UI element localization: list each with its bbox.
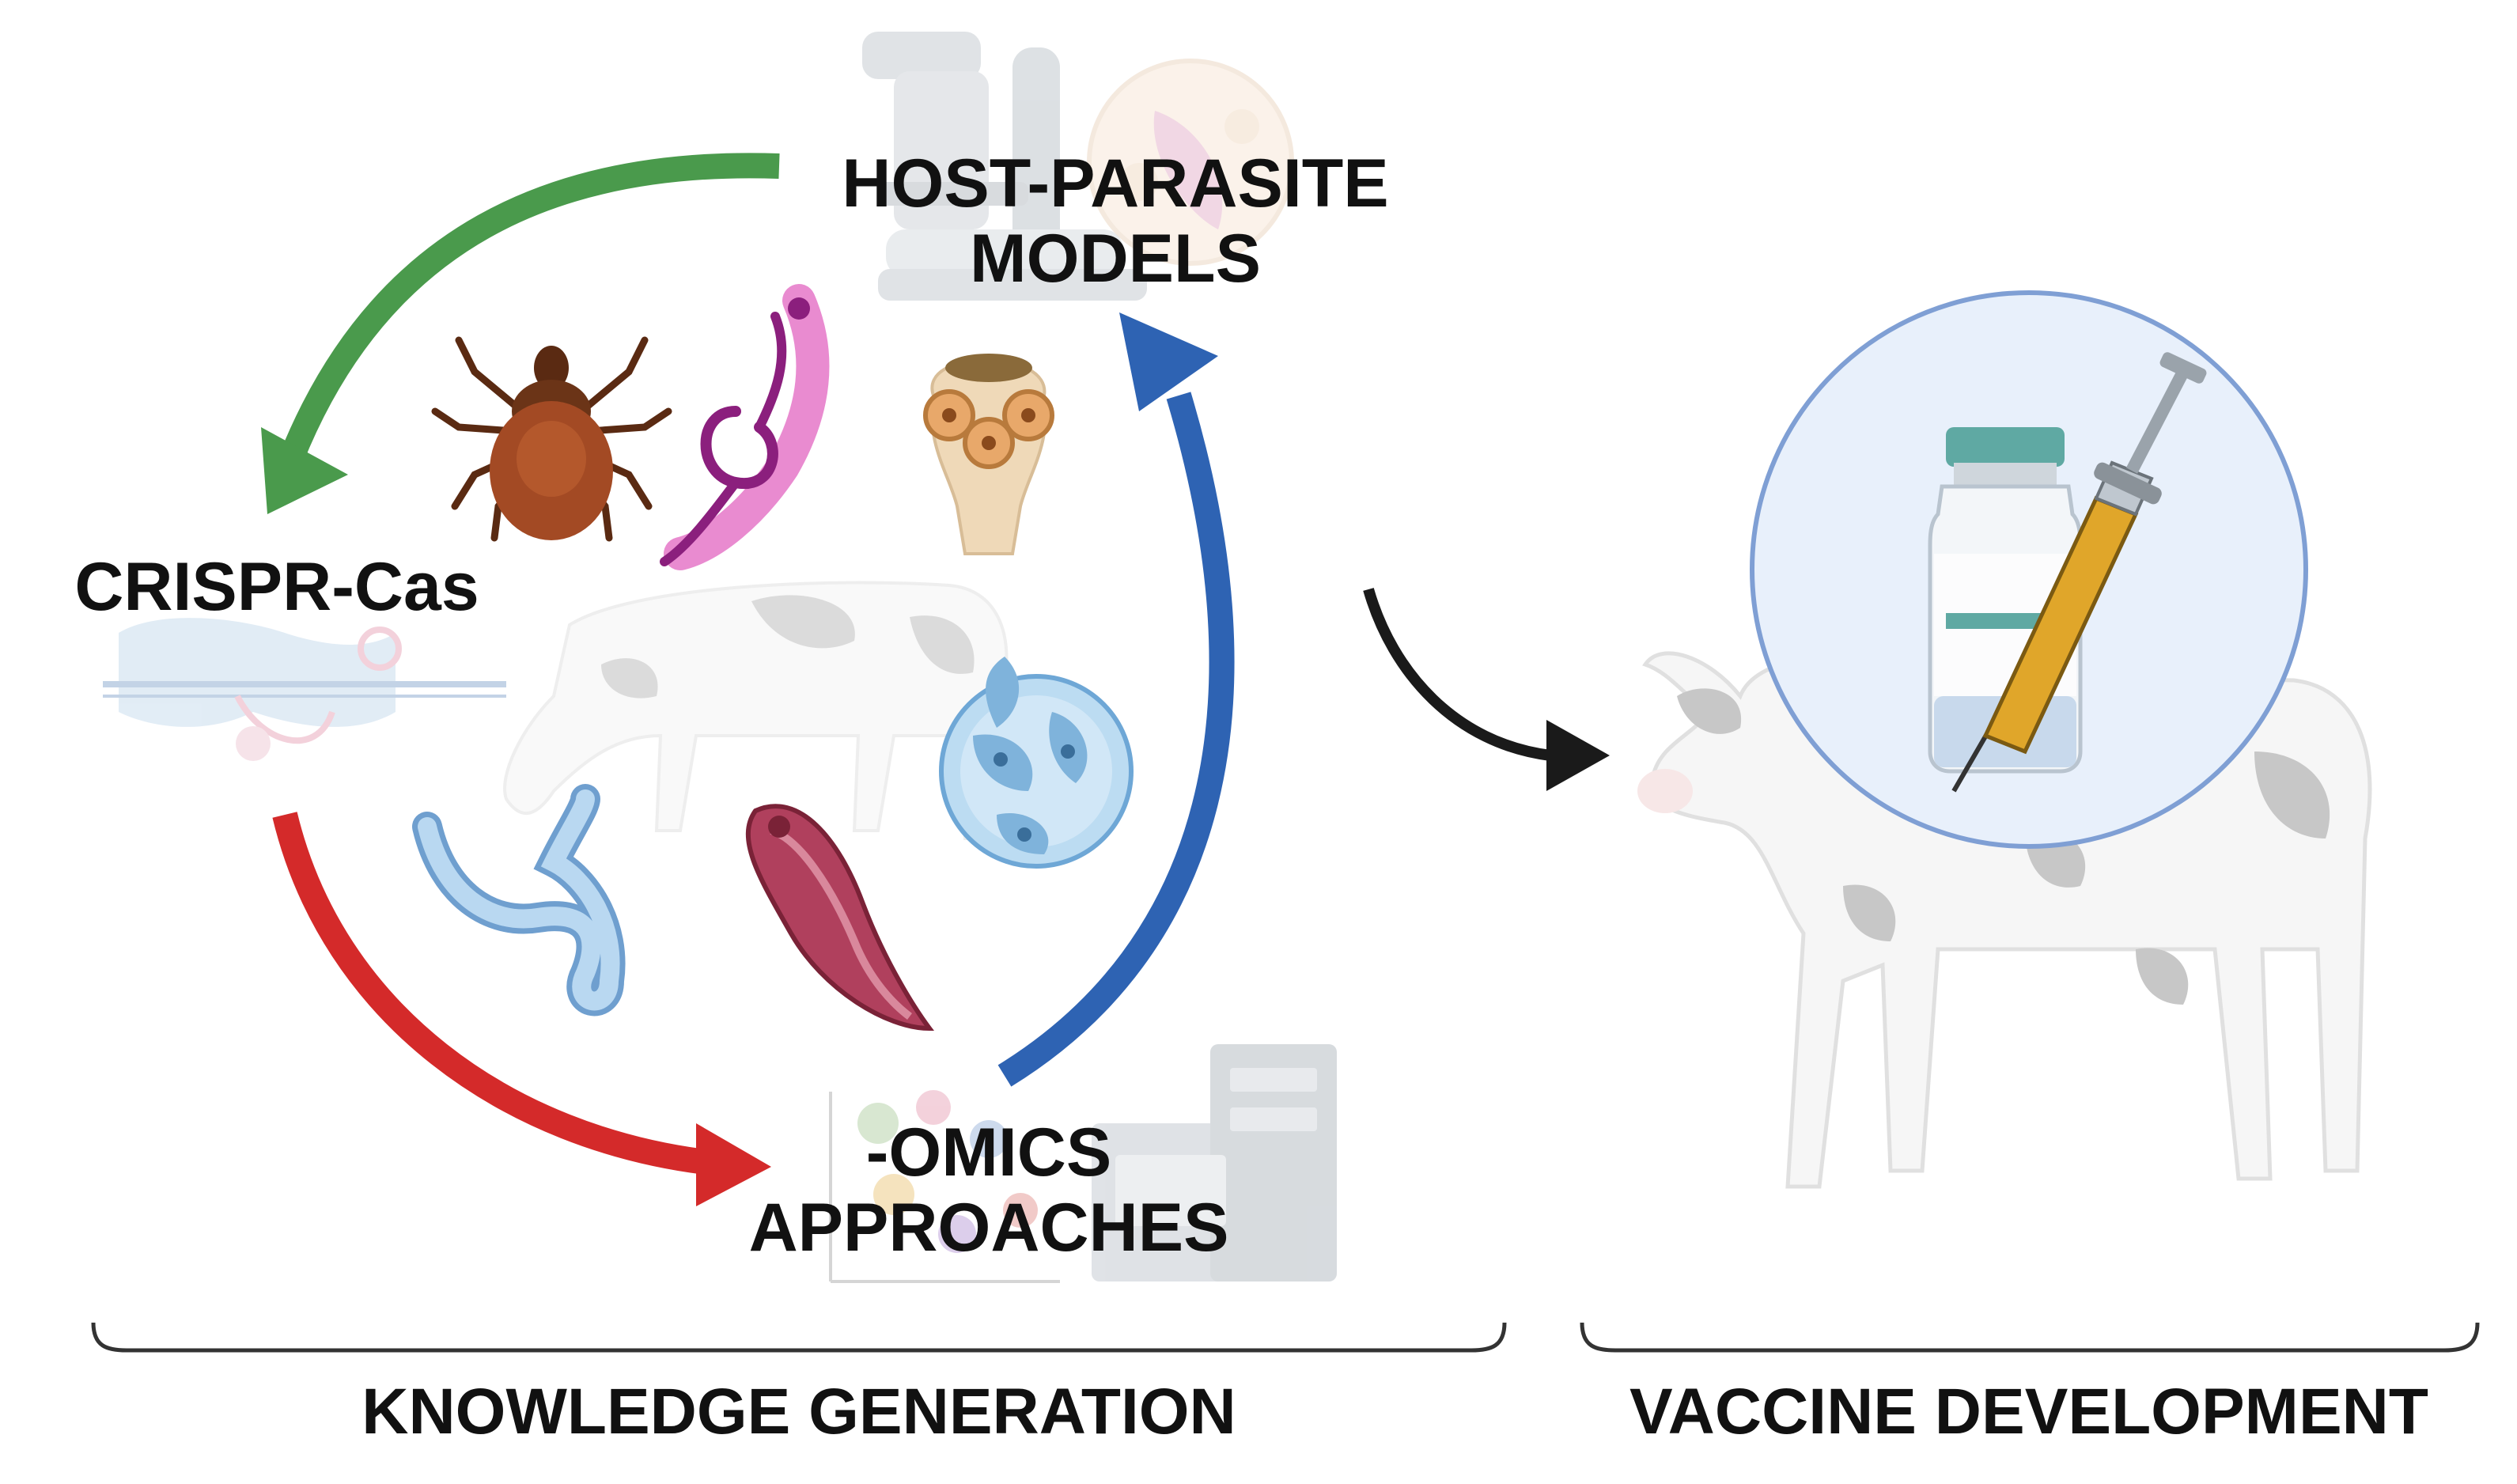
host-parasite-label: HOST-PARASITE MODELS [831,146,1400,296]
vaccine-inset [1750,290,2308,849]
liver-fluke-icon [745,804,935,1032]
host-parasite-line2: MODELS [970,220,1261,297]
vaccine-development-label: VACCINE DEVELOPMENT [1629,1376,2428,1448]
knowledge-generation-label: KNOWLEDGE GENERATION [361,1376,1236,1448]
blue-cycle-arrow [997,392,1235,1087]
worm-icon [660,284,830,570]
nematode-icon [412,784,626,1016]
sequencer-icon [1092,1044,1337,1281]
black-transition-arrow [1363,588,1551,761]
omics-plot-icon [829,1090,1060,1283]
vaccine-bracket [1580,1322,2480,1353]
protozoa-cyst-icon [939,657,1134,869]
microscope-icon [862,32,1147,301]
syringe-icon [1951,352,2207,793]
red-arrowhead [696,1123,771,1206]
black-arrowhead [1546,720,1610,791]
knowledge-bracket [91,1322,1507,1353]
blue-arrowhead [1119,312,1218,411]
crispr-cas-icon [103,618,506,761]
omics-line1: -OMICS [865,1115,1112,1191]
tapeworm-scolex-icon [923,354,1054,555]
magnified-view-icon [1087,59,1294,266]
green-arrowhead [261,427,348,514]
red-cycle-arrow [272,812,713,1175]
omics-label: -OMICS APPROACHES [680,1115,1297,1265]
tick-icon [431,336,672,542]
omics-line2: APPROACHES [748,1189,1229,1266]
green-cycle-arrow [279,153,780,464]
host-parasite-line1: HOST-PARASITE [842,146,1389,221]
crispr-label: CRISPR-Cas [74,549,479,625]
cow-icon [503,581,1009,840]
vaccine-vial-icon [1928,427,2083,774]
